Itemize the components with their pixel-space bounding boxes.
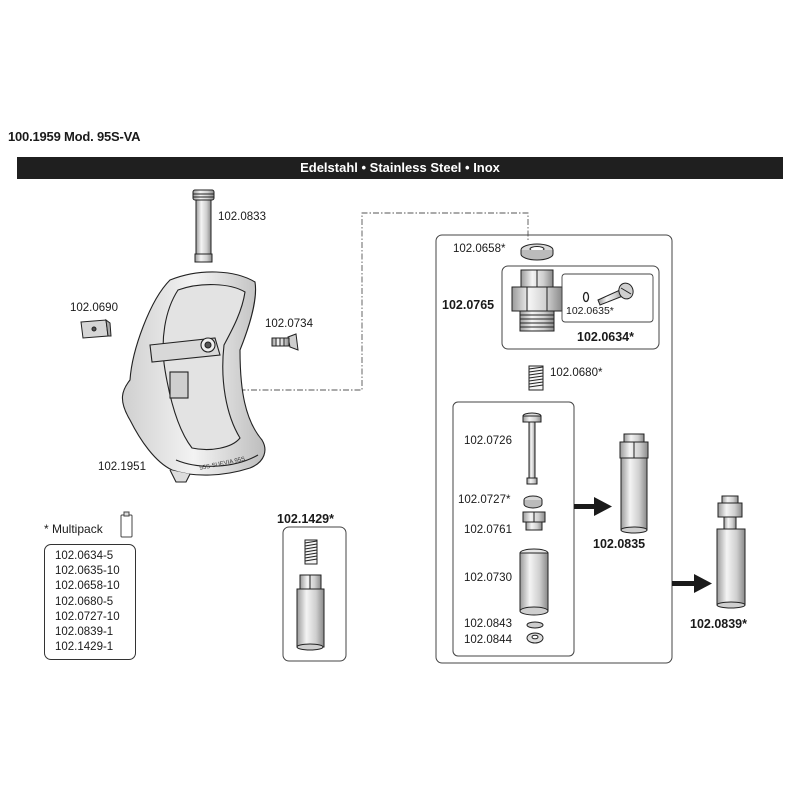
valve-assembly-frame (435, 234, 673, 664)
multipack-item: 102.1429-1 (55, 641, 114, 654)
label-102-0839: 102.0839* (690, 617, 748, 631)
pin-0635 (597, 282, 634, 306)
label-102-0843: 102.0843 (464, 618, 512, 630)
drinking-bowl-102-1951: 95S SUEVIA 95S (121, 271, 266, 483)
valve-stem-102-0726 (522, 412, 542, 485)
multipack-title: * Multipack (44, 522, 103, 536)
connector-line (205, 212, 529, 391)
label-102-0734: 102.0734 (265, 318, 313, 330)
pipe-102-0833 (192, 189, 215, 263)
valve-assembly-102-0835 (619, 433, 649, 534)
label-102-0761: 102.0761 (464, 524, 512, 536)
spring-102-0680 (528, 365, 544, 391)
label-102-0658: 102.0658* (453, 243, 506, 255)
label-102-0634: 102.0634* (577, 330, 635, 344)
multipack-item: 102.0727-10 (55, 610, 120, 623)
valve-cartridge-frame (452, 401, 575, 657)
ring-102-0727 (523, 495, 543, 509)
nut-102-0844 (526, 632, 544, 644)
valve-subkit-frame (501, 265, 660, 350)
multipack-list: 102.0634-5 102.0635-10 102.0658-10 102.0… (44, 544, 136, 660)
locknut-102-0658 (520, 243, 554, 261)
label-102-0680: 102.0680* (550, 367, 603, 379)
kit-0635-frame (561, 273, 654, 323)
multipack-item: 102.0635-10 (55, 565, 120, 578)
spring-kit-frame (282, 526, 347, 662)
washer-102-0843 (526, 621, 544, 629)
plate-102-0690 (80, 318, 112, 339)
nut-102-0761 (522, 511, 546, 531)
multipack-item: 102.0680-5 (55, 595, 114, 608)
label-102-1951: 102.1951 (98, 461, 146, 473)
valve-assembly-102-0839 (716, 495, 746, 609)
screw-102-0734 (271, 333, 299, 351)
label-102-0690: 102.0690 (70, 302, 118, 314)
label-102-0765: 102.0765 (442, 298, 495, 312)
label-102-0726: 102.0726 (464, 435, 512, 447)
page-title: 100.1959 Mod. 95S-VA (8, 129, 141, 144)
label-102-0844: 102.0844 (464, 634, 512, 646)
label-102-0635: 102.0635* (566, 305, 614, 317)
label-102-0833: 102.0833 (218, 211, 266, 223)
label-102-0835: 102.0835 (593, 537, 646, 551)
label-102-1429: 102.1429* (277, 512, 335, 526)
valve-body-102-0765 (511, 269, 563, 332)
label-102-0727: 102.0727* (458, 494, 511, 506)
spring-kit-102-1429 (296, 539, 325, 651)
arrow-to-0835 (574, 497, 612, 516)
multipack-item: 102.0839-1 (55, 626, 114, 639)
label-102-0730: 102.0730 (464, 572, 512, 584)
multipack-icon (120, 511, 133, 538)
o-ring-0635 (582, 291, 590, 303)
multipack-item: 102.0634-5 (55, 550, 114, 562)
sleeve-102-0730 (519, 548, 549, 616)
material-band: Edelstahl • Stainless Steel • Inox (17, 157, 783, 179)
multipack-item: 102.0658-10 (55, 580, 120, 593)
arrow-to-0839 (672, 574, 712, 593)
